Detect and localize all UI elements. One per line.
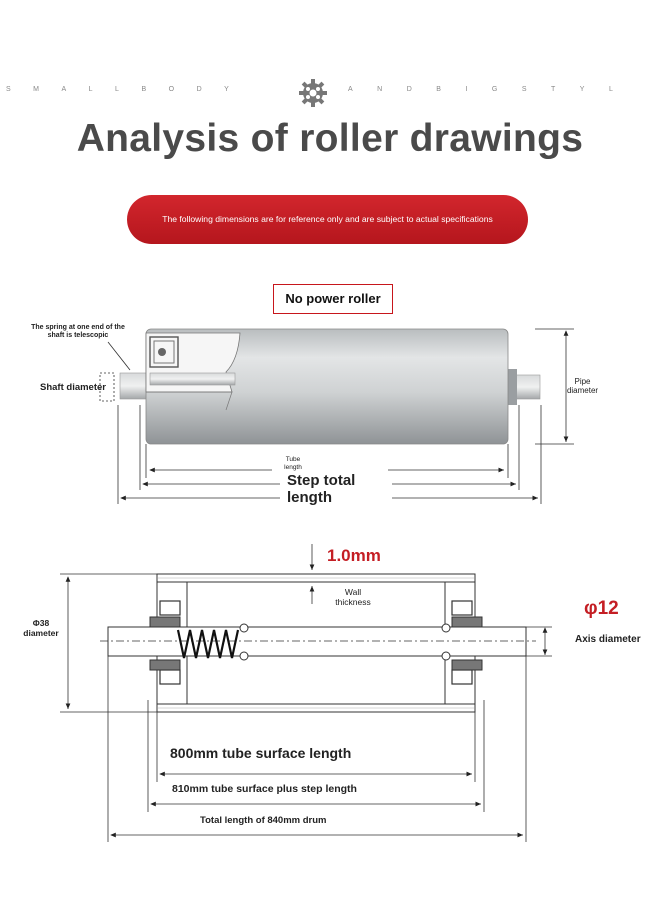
gear-icon bbox=[299, 79, 327, 107]
photo-dimensions bbox=[99, 328, 574, 504]
disclaimer-banner: The following dimensions are for referen… bbox=[127, 195, 528, 244]
axis-diameter-value: φ12 bbox=[584, 598, 619, 619]
roller-left-shaft bbox=[119, 372, 151, 400]
dim-total-label: Total length of 840mm drum bbox=[200, 815, 327, 826]
shaft-diameter-label: Shaft diameter bbox=[40, 382, 106, 393]
tagline-right: ANDBIGSTYL bbox=[348, 86, 638, 93]
wall-thickness-value: 1.0mm bbox=[327, 546, 381, 565]
dim-with-step-label: 810mm tube surface plus step length bbox=[172, 783, 357, 795]
section-drawing bbox=[100, 573, 536, 713]
axis-diameter-label: Axis diameter bbox=[575, 634, 641, 645]
spring-leader-line bbox=[107, 341, 131, 371]
section-dimensions bbox=[60, 544, 552, 842]
shaft bbox=[107, 626, 527, 657]
spring-note-label: The spring at one end of the shaft is te… bbox=[31, 324, 125, 339]
shaft-diameter-marker bbox=[99, 372, 115, 402]
dim-tube-surface-label: 800mm tube surface length bbox=[170, 745, 352, 761]
roller-type-label: No power roller bbox=[273, 284, 393, 314]
tagline-left: SMALLBODY bbox=[6, 86, 252, 93]
pipe-diameter-label: Pipe diameter bbox=[566, 377, 599, 395]
wall-thickness-label: Wall thickness bbox=[335, 587, 371, 607]
roller-photo bbox=[119, 328, 541, 445]
tube-length-label: Tube length bbox=[284, 456, 302, 471]
step-total-length-label: Step total length bbox=[287, 472, 356, 506]
tagline: SMALLBODY ANDBIGSTYL bbox=[0, 79, 660, 107]
tube-diameter-label: Φ38 diameter bbox=[23, 618, 59, 638]
spring bbox=[176, 629, 240, 659]
page-title: Analysis of roller drawings bbox=[76, 117, 584, 160]
